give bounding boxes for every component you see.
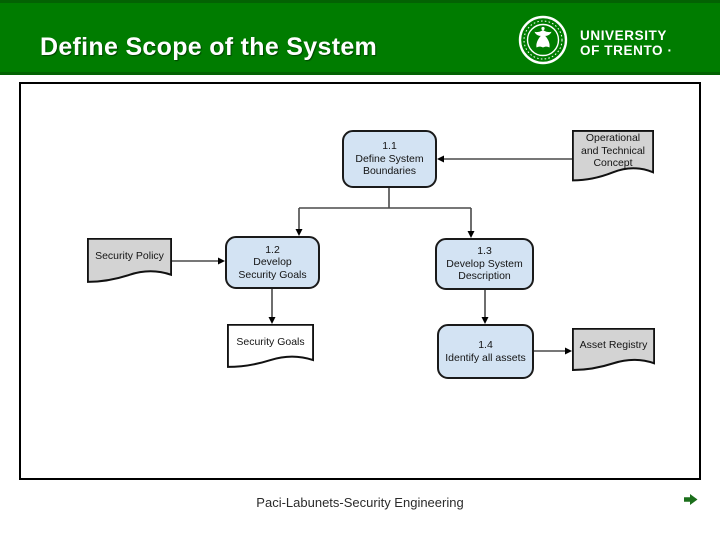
process-develop-security-goals: 1.2 Develop Security Goals xyxy=(225,236,320,289)
next-arrow-icon xyxy=(683,494,699,509)
document-security-policy: Security Policy xyxy=(87,238,172,285)
process-label: Identify all assets xyxy=(445,351,526,364)
document-label: Operational and Technical Concept xyxy=(580,132,646,170)
process-define-system-boundaries: 1.1 Define System Boundaries xyxy=(342,130,437,188)
process-label: Develop Security Goals xyxy=(238,256,307,281)
university-name-line1: UNIVERSITY xyxy=(580,27,668,43)
process-develop-system-description: 1.3 Develop System Description xyxy=(435,238,534,290)
university-name-line2: OF TRENTO · xyxy=(580,42,673,58)
diagram-canvas: 1.1 Define System Boundaries 1.2 Develop… xyxy=(19,82,701,480)
process-number: 1.3 xyxy=(477,245,492,258)
slide-header: Define Scope of the System UNIVERSITY OF… xyxy=(0,0,720,75)
footer-credit: Paci-Labunets-Security Engineering xyxy=(256,495,464,510)
process-label: Define System Boundaries xyxy=(355,152,424,178)
university-seal-icon xyxy=(518,14,568,71)
process-label: Develop System Description xyxy=(446,257,523,283)
process-number: 1.4 xyxy=(478,339,493,351)
university-name: UNIVERSITY OF TRENTO · xyxy=(580,28,673,58)
process-number: 1.2 xyxy=(265,243,280,256)
page-title: Define Scope of the System xyxy=(40,33,378,61)
process-identify-all-assets: 1.4 Identify all assets xyxy=(437,324,534,379)
next-slide-button[interactable] xyxy=(683,493,699,507)
document-label: Security Goals xyxy=(236,335,305,348)
flow-connectors xyxy=(172,155,572,355)
document-label: Asset Registry xyxy=(579,339,648,352)
university-logo: UNIVERSITY OF TRENTO · xyxy=(518,14,673,71)
document-asset-registry: Asset Registry xyxy=(572,328,655,373)
document-security-goals: Security Goals xyxy=(227,324,314,370)
process-number: 1.1 xyxy=(382,140,397,153)
document-operational-technical-concept: Operational and Technical Concept xyxy=(572,130,654,184)
document-label: Security Policy xyxy=(95,250,164,263)
